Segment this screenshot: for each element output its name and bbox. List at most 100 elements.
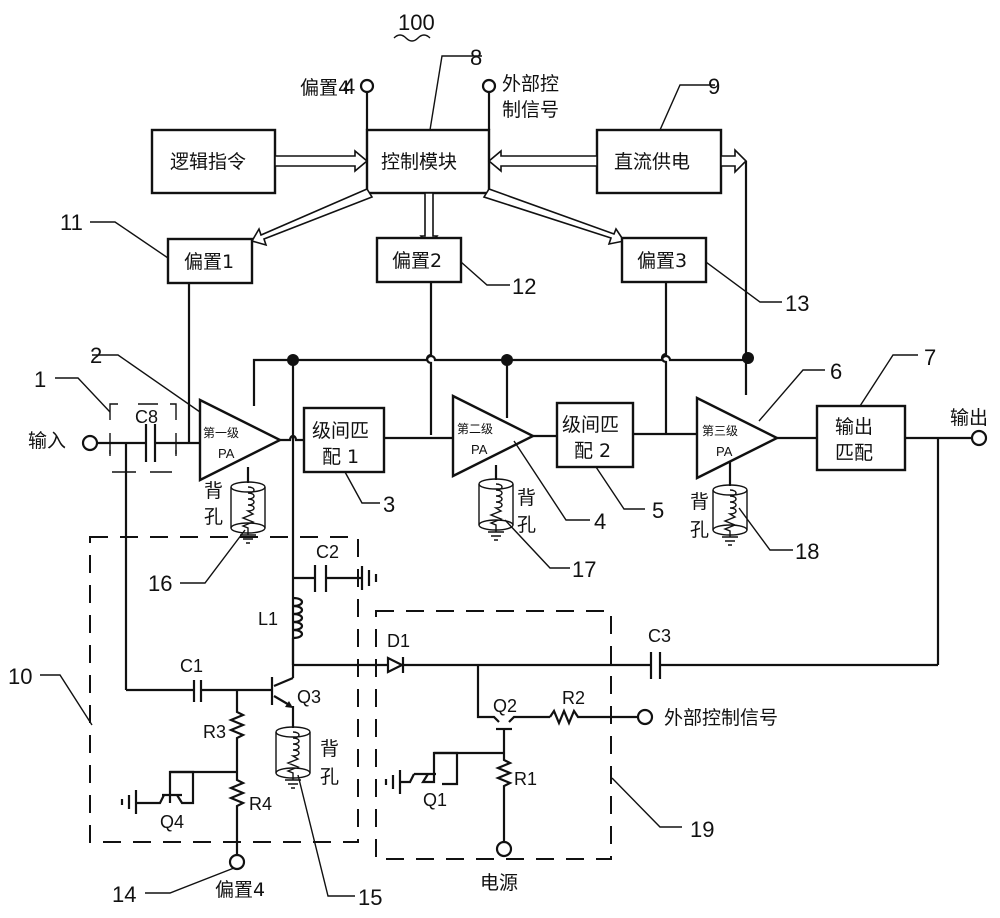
callout-10-leader <box>40 674 93 726</box>
bias4-bottom-terminal <box>228 853 246 871</box>
via18-label-1: 背 <box>690 491 709 513</box>
callout-17: 17 <box>572 557 596 582</box>
supply-rail <box>252 354 746 406</box>
via17-label-2: 孔 <box>517 514 536 536</box>
output-terminal <box>970 429 988 447</box>
svg-text:配 2: 配 2 <box>574 440 611 462</box>
callout-3-leader <box>344 471 380 504</box>
via18-label-2: 孔 <box>690 519 709 541</box>
svg-text:PA: PA <box>716 444 733 459</box>
r4-resistor <box>228 772 246 855</box>
c8-label: C8 <box>135 407 158 427</box>
figure-ref-number: 100 <box>398 10 435 35</box>
callout-16: 16 <box>148 571 172 596</box>
q4-label: Q4 <box>160 812 184 832</box>
callout-9-leader <box>659 84 715 131</box>
callout-12: 12 <box>512 274 536 299</box>
control-module-block: 控制模块 <box>365 128 491 195</box>
output-label: 输出 <box>950 407 988 429</box>
svg-text:PA: PA <box>218 446 235 461</box>
callout-12-leader <box>460 261 510 286</box>
svg-text:逻辑指令: 逻辑指令 <box>170 151 246 173</box>
logic-command-block: 逻辑指令 <box>150 128 277 195</box>
ext-ctrl-top-label-1: 外部控 <box>502 73 559 95</box>
bias4-top-terminal <box>359 78 375 94</box>
callout-3: 3 <box>383 492 395 517</box>
l1-inductor <box>292 596 304 640</box>
junction-dot-3 <box>742 352 754 364</box>
r3-label: R3 <box>203 722 226 742</box>
svg-text:PA: PA <box>471 442 488 457</box>
callout-1-leader <box>55 377 111 413</box>
l1-label: L1 <box>258 609 278 629</box>
c3-label: C3 <box>648 626 671 646</box>
pa-stage-2: 第二级 PA <box>451 394 536 478</box>
q4-transistor <box>136 770 195 805</box>
svg-text:级间匹: 级间匹 <box>312 420 369 442</box>
callout-14-leader <box>145 867 235 894</box>
q3-collector <box>273 676 294 688</box>
q3-emitter-arrow <box>285 701 293 708</box>
callout-6: 6 <box>830 359 842 384</box>
callout-2: 2 <box>90 343 102 368</box>
interstage-match-2-block: 级间匹 配 2 <box>555 401 635 469</box>
callout-18-leader <box>738 507 793 551</box>
bias-circuit-10-outline <box>89 536 359 843</box>
q2-emitter-wire <box>508 715 550 723</box>
callout-16-leader <box>180 529 246 584</box>
q2-label: Q2 <box>493 696 517 716</box>
callout-15-leader <box>297 774 355 897</box>
svg-text:第三级: 第三级 <box>702 424 738 438</box>
callout-2-leader <box>92 354 201 413</box>
dc-supply-block: 直流供电 <box>595 128 723 195</box>
callout-1: 1 <box>34 367 46 392</box>
pa-stage-3: 第三级 PA <box>695 396 780 480</box>
callout-19: 19 <box>690 817 714 842</box>
svg-text:第一级: 第一级 <box>203 426 239 440</box>
bias2-block: 偏置2 <box>375 236 463 284</box>
callout-19-leader <box>611 777 682 828</box>
callout-8-leader <box>429 55 482 131</box>
bias3-block: 偏置3 <box>620 236 708 284</box>
r3-resistor <box>228 690 246 772</box>
bias4-top-label: 偏置4 <box>300 77 350 99</box>
d1-label: D1 <box>387 631 410 651</box>
d1-diode <box>386 656 405 674</box>
c2-ground-icon <box>360 566 378 590</box>
callout-9: 9 <box>708 74 720 99</box>
input-label: 输入 <box>28 430 66 452</box>
callout-8: 8 <box>470 45 482 70</box>
svg-text:输出: 输出 <box>835 416 873 438</box>
q1-ground-icon <box>384 770 402 794</box>
ext-ctrl-right-label: 外部控制信号 <box>664 707 778 729</box>
callout-17-leader <box>504 519 570 569</box>
callout-13: 13 <box>785 291 809 316</box>
q4-ground-icon <box>120 790 138 814</box>
logic-to-control-arrow <box>274 149 369 173</box>
output-match-block: 输出 匹配 <box>815 404 907 472</box>
via17-label-1: 背 <box>517 487 536 509</box>
backside-via-17 <box>478 465 514 541</box>
c1-label: C1 <box>180 656 203 676</box>
callout-13-leader <box>705 261 782 303</box>
interstage-match-1-block: 级间匹 配 1 <box>302 406 386 474</box>
r1-label: R1 <box>514 769 537 789</box>
callout-10: 10 <box>8 664 32 689</box>
callout-18: 18 <box>795 539 819 564</box>
r4-label: R4 <box>249 794 272 814</box>
q2-collector-wire <box>476 665 500 723</box>
svg-text:第二级: 第二级 <box>457 422 493 436</box>
svg-text:偏置1: 偏置1 <box>184 251 234 273</box>
bias4-bottom-label: 偏置4 <box>215 879 265 901</box>
callout-5-leader <box>595 466 645 510</box>
backside-via-18 <box>712 462 748 546</box>
r2-label: R2 <box>562 688 585 708</box>
c2-label: C2 <box>316 542 339 562</box>
via16-label-1: 背 <box>204 480 223 502</box>
q1-collector-loop <box>434 751 459 786</box>
svg-text:直流供电: 直流供电 <box>614 151 690 173</box>
svg-text:控制模块: 控制模块 <box>381 151 457 173</box>
svg-text:匹配: 匹配 <box>835 442 873 464</box>
callout-14: 14 <box>112 882 136 907</box>
via15-label-1: 背 <box>320 738 339 760</box>
